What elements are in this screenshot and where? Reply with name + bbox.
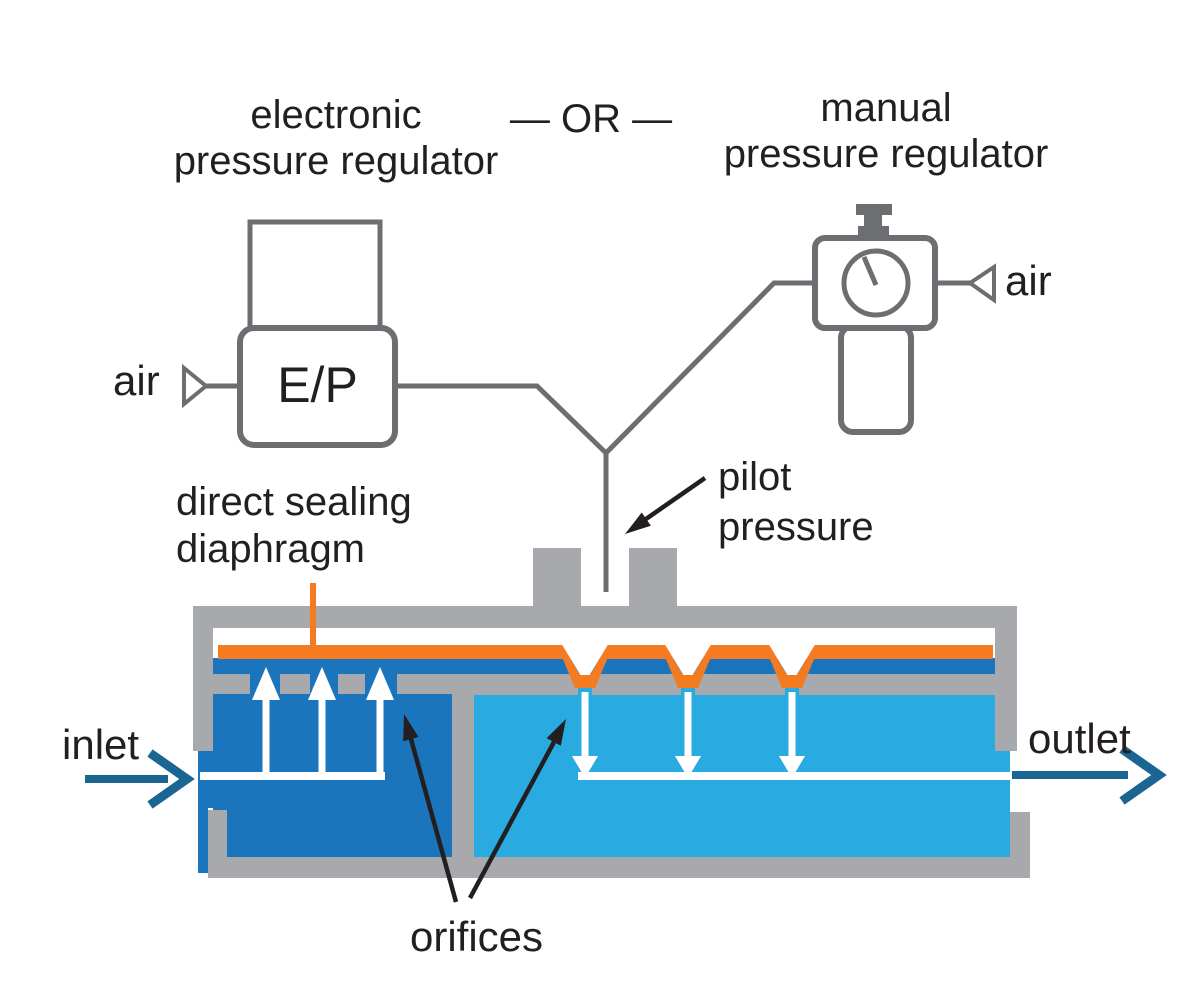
down-arrow-shaft — [581, 692, 589, 760]
housing-left-wall — [193, 606, 213, 751]
seat-plate-right — [452, 674, 995, 695]
housing-right-wall — [995, 606, 1017, 751]
ep-top-square — [247, 219, 383, 331]
pilot-line-from-ep — [395, 383, 609, 592]
convolution-cavity — [664, 643, 712, 676]
direct-sealing-label-line1: direct sealing — [176, 480, 412, 524]
convolution-cavity — [768, 643, 816, 676]
up-arrow-icon — [252, 667, 280, 700]
convolution-cavity — [561, 643, 609, 676]
diaphragm-convolution — [764, 643, 820, 688]
orifice-plate-block — [213, 672, 250, 694]
orifice-slot — [681, 687, 695, 696]
pilot-line-from-manual-regulator — [604, 280, 815, 455]
convolution-wall — [764, 645, 820, 688]
diaphragm-convolution — [557, 643, 613, 688]
inlet-label: inlet — [62, 721, 140, 768]
orifice-slot — [785, 687, 799, 696]
up-arrow-icon — [308, 667, 336, 700]
adjustment-knob-cap — [856, 204, 892, 215]
down-arrow-icon — [572, 756, 598, 778]
pilot-pressure-arrowhead-icon — [625, 512, 651, 534]
air-inlet-triangle-right-icon — [966, 263, 996, 304]
diaphragm-convolution — [660, 643, 716, 688]
orifices-arrowhead-right-icon — [546, 719, 566, 746]
direct-sealing-label-line2: diaphragm — [176, 527, 366, 571]
regulator-bowl — [838, 323, 914, 435]
up-arrow-shaft — [318, 696, 326, 776]
diaphragm — [218, 583, 993, 696]
inlet-arrow-icon — [147, 749, 195, 809]
inlet-side-channel — [198, 808, 208, 873]
manual-regulator-symbol — [812, 204, 996, 435]
convolution-wall — [660, 645, 716, 688]
inlet-flow-line — [200, 772, 385, 780]
pilot-port-block-left — [533, 548, 581, 608]
pilot-pressure-label-line1: pilot — [718, 455, 792, 499]
electronic-regulator-label-line2: pressure regulator — [173, 139, 499, 183]
inlet-flow-arrows — [200, 667, 394, 780]
air-right-label: air — [1005, 257, 1052, 304]
leader-arrows — [403, 476, 707, 903]
ep-regulator-symbol — [182, 219, 398, 448]
orifice-plate-block — [280, 672, 310, 694]
housing — [193, 548, 1030, 878]
air-left-label: air — [113, 357, 160, 404]
electronic-regulator-label: electronic pressure regulator — [140, 92, 532, 184]
direct-sealing-diaphragm-label: direct sealing diaphragm — [176, 479, 412, 573]
down-arrow-icon — [675, 756, 701, 778]
or-separator-label: — OR — — [509, 97, 673, 141]
port-arrows — [85, 745, 1167, 809]
ep-symbol-label: E/P — [277, 357, 358, 413]
housing-floor — [208, 857, 1030, 878]
orifices-label: orifices — [410, 913, 544, 960]
pilot-pressure-label: pilot pressure — [718, 452, 874, 552]
down-arrow-icon — [779, 756, 805, 778]
diaphragm-leader-line — [310, 583, 316, 650]
pilot-port-block-right — [629, 548, 677, 608]
outlet-arrow-icon — [1119, 745, 1167, 805]
adjustment-knob-stem — [864, 214, 882, 227]
gauge-needle — [861, 256, 879, 286]
up-arrow-icon — [366, 667, 394, 700]
manual-regulator-label-line2: pressure regulator — [723, 132, 1049, 176]
orifices-leader-line-left — [408, 738, 459, 903]
valve-body — [193, 548, 1030, 878]
down-arrow-shaft — [684, 692, 692, 760]
electronic-regulator-label-line1: electronic — [250, 93, 422, 137]
outlet-label: outlet — [1028, 715, 1131, 762]
orifice-plate-block — [397, 672, 452, 694]
outlet-flow-line — [578, 772, 1010, 780]
pilot-tubing — [395, 280, 815, 592]
housing-bottom-left-step — [208, 810, 227, 858]
orifice-slot — [578, 687, 592, 696]
down-arrow-shaft — [788, 692, 796, 760]
manual-regulator-label: manual pressure regulator — [690, 85, 1082, 177]
outlet-port-passage — [995, 751, 1010, 857]
inlet-chamber-main — [213, 672, 452, 857]
up-arrow-shaft — [376, 696, 384, 776]
orifices-leader-line-right — [468, 740, 556, 900]
inlet-chamber — [198, 672, 452, 873]
outlet-flow-arrows — [572, 692, 1010, 780]
housing-bottom-right-step — [1010, 812, 1030, 858]
convolution-wall — [557, 645, 613, 688]
chamber-divider — [452, 674, 474, 857]
air-inlet-triangle-icon — [182, 363, 210, 409]
up-arrow-shaft — [262, 696, 270, 776]
orifice-plate-block — [338, 672, 365, 694]
pilot-pressure-leader-line — [644, 476, 707, 521]
manual-regulator-label-line1: manual — [820, 86, 952, 130]
pilot-pressure-label-line2: pressure — [718, 505, 874, 549]
housing-top-bar — [193, 606, 1017, 628]
orifices-arrowhead-left-icon — [403, 714, 419, 742]
